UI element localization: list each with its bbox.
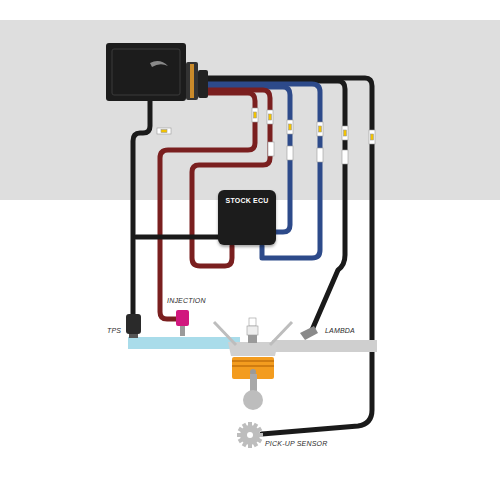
grey-band bbox=[0, 20, 500, 200]
splice bbox=[342, 150, 348, 164]
gear-hub bbox=[247, 432, 253, 438]
gear-tooth bbox=[259, 433, 263, 437]
splice-core bbox=[344, 130, 347, 136]
gear-tooth bbox=[238, 427, 243, 432]
piston-ring bbox=[232, 365, 274, 367]
spark-plug-top bbox=[249, 318, 256, 326]
tps-wire bbox=[133, 100, 150, 314]
splice bbox=[252, 108, 258, 122]
splice bbox=[317, 148, 323, 162]
exhaust-valve bbox=[270, 322, 292, 345]
intake-valve bbox=[214, 322, 236, 345]
tps-ecu-wire bbox=[136, 235, 218, 240]
splice bbox=[267, 110, 273, 124]
gear-tooth bbox=[237, 433, 241, 437]
splice bbox=[287, 146, 293, 160]
spark-plug-insulator bbox=[247, 326, 258, 335]
splice bbox=[287, 120, 293, 134]
crank bbox=[243, 390, 263, 410]
part-label: INJECTION bbox=[166, 296, 207, 305]
piston-ring bbox=[232, 360, 274, 362]
lambda-sensor bbox=[300, 326, 318, 340]
gear-tooth bbox=[248, 444, 252, 448]
gear-tooth bbox=[242, 442, 247, 447]
lambda-signal-wire bbox=[208, 84, 320, 258]
pickup-gear bbox=[237, 422, 263, 448]
injector-nozzle bbox=[180, 326, 185, 336]
splice bbox=[157, 128, 171, 134]
lambda-ground-wire bbox=[208, 81, 345, 330]
piggyback-ecu bbox=[106, 43, 186, 101]
splice bbox=[342, 126, 348, 140]
part-label: TPS bbox=[106, 326, 122, 335]
ecu-logo bbox=[150, 61, 168, 67]
spark-plug-thread bbox=[248, 335, 257, 343]
splice-core bbox=[289, 124, 292, 130]
splice bbox=[268, 142, 274, 156]
gear-tooth bbox=[242, 423, 247, 428]
exhaust-pipe bbox=[272, 340, 377, 352]
gear-tooth bbox=[253, 442, 258, 447]
tps-sensor bbox=[126, 314, 141, 334]
splice-core bbox=[269, 114, 272, 120]
box-label: STOCK ECU bbox=[218, 190, 276, 204]
ecu-plug bbox=[198, 70, 208, 98]
splice bbox=[317, 122, 323, 136]
part-label: LAMBDA bbox=[324, 326, 356, 335]
gear-tooth bbox=[257, 438, 262, 443]
injector bbox=[176, 310, 189, 326]
gear-tooth bbox=[238, 438, 243, 443]
splice-core bbox=[161, 130, 167, 133]
part-label: PICK-UP SENSOR bbox=[264, 439, 328, 448]
splice-core bbox=[371, 134, 374, 140]
intake-pipe bbox=[128, 337, 240, 349]
gear-tooth bbox=[257, 427, 262, 432]
gear-tooth bbox=[253, 423, 258, 428]
tps-body bbox=[129, 334, 138, 338]
ecu-connector bbox=[186, 62, 198, 100]
splice bbox=[369, 130, 375, 144]
ecu-box: STOCK ECU bbox=[218, 190, 276, 245]
gear-tooth bbox=[248, 422, 252, 426]
splice-core bbox=[319, 126, 322, 132]
connector-band bbox=[190, 64, 194, 98]
splice-core bbox=[254, 112, 257, 118]
gear-wheel bbox=[240, 425, 260, 445]
ecu-cover-edge bbox=[112, 49, 180, 95]
